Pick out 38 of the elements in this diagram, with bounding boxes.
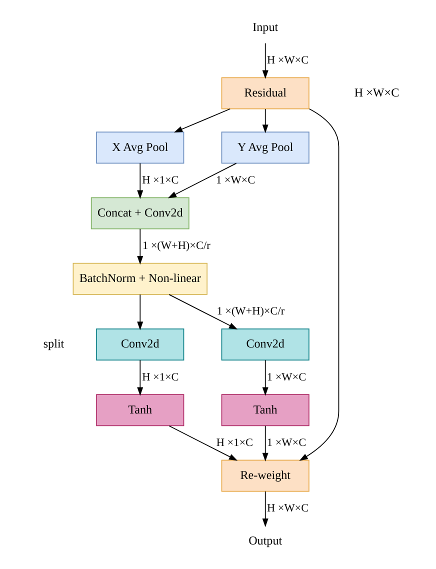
arrow [262,42,268,79]
arrow [167,162,236,198]
arrow [168,294,238,330]
label: split [42,336,64,351]
node-box: Residual [220,77,309,110]
arrow [262,108,268,134]
node-box: Conv2d [96,328,184,360]
arrow [262,360,268,396]
edge-label: H ×W×C [266,54,308,66]
node-text: Input [252,20,278,34]
edge-label: H ×1×C [216,436,253,449]
node-box: BatchNorm + Non-linear [72,262,207,295]
node-box: Concat + Conv2d [90,197,189,230]
node-box: Re-weight [220,460,309,492]
arrow [136,162,143,199]
edge-label: H ×1×C [142,174,178,186]
arrow [168,425,238,461]
arrow [173,108,230,133]
node-box: Tanh [220,394,309,426]
arrow [136,228,143,265]
edge-label: 1 ×(W+H)×C/r [216,306,284,318]
node-box: X Avg Pool [96,132,184,164]
edge-label: 1 ×W×C [215,174,255,186]
node-box: Tanh [96,394,184,426]
node-box: Conv2d [220,328,309,360]
arrow [136,360,143,396]
node-text: Output [248,534,282,548]
edge-label: H ×1×C [142,371,178,384]
arrow [262,491,268,528]
arrow [298,108,339,461]
arrow [262,425,268,462]
edge-label: 1 ×W×C [266,371,306,384]
edge-label: 1 ×W×C [266,436,306,449]
node-label: H ×W×C [354,85,399,100]
edge-label: 1 ×(W+H)×C/r [142,240,210,252]
node-box: Y Avg Pool [220,132,309,164]
edge-label: H ×W×C [266,502,308,515]
arrow [136,294,143,330]
